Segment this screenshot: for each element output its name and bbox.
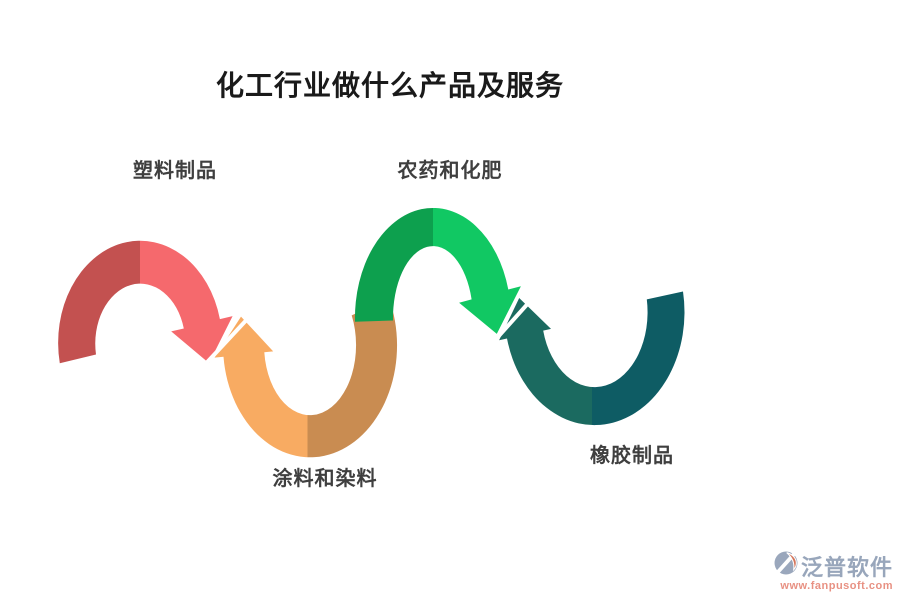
label-rubber-products: 橡胶制品 [590, 445, 674, 467]
label-plastic-products: 塑料制品 [133, 160, 217, 182]
fanpu-logo-icon [772, 547, 799, 578]
arrowhead-gap-divider [486, 288, 542, 350]
arc-plastic-products [58, 240, 233, 364]
label-pesticides-fertilizers: 农药和化肥 [397, 160, 503, 182]
label-paints-dyes: 涂料和染料 [272, 468, 378, 490]
watermark-brand: 泛普软件 [800, 555, 893, 580]
arrowhead-gap-divider [196, 312, 254, 374]
arc-rubber-products [499, 291, 685, 426]
watermark: 泛普软件 www.fanpusoft.com [772, 547, 893, 592]
arc-paints-dyes [214, 297, 398, 458]
page-title: 化工行业做什么产品及服务 [215, 70, 565, 101]
watermark-url: www.fanpusoft.com [780, 580, 893, 592]
arc-pesticides-fertilizers [354, 207, 521, 334]
